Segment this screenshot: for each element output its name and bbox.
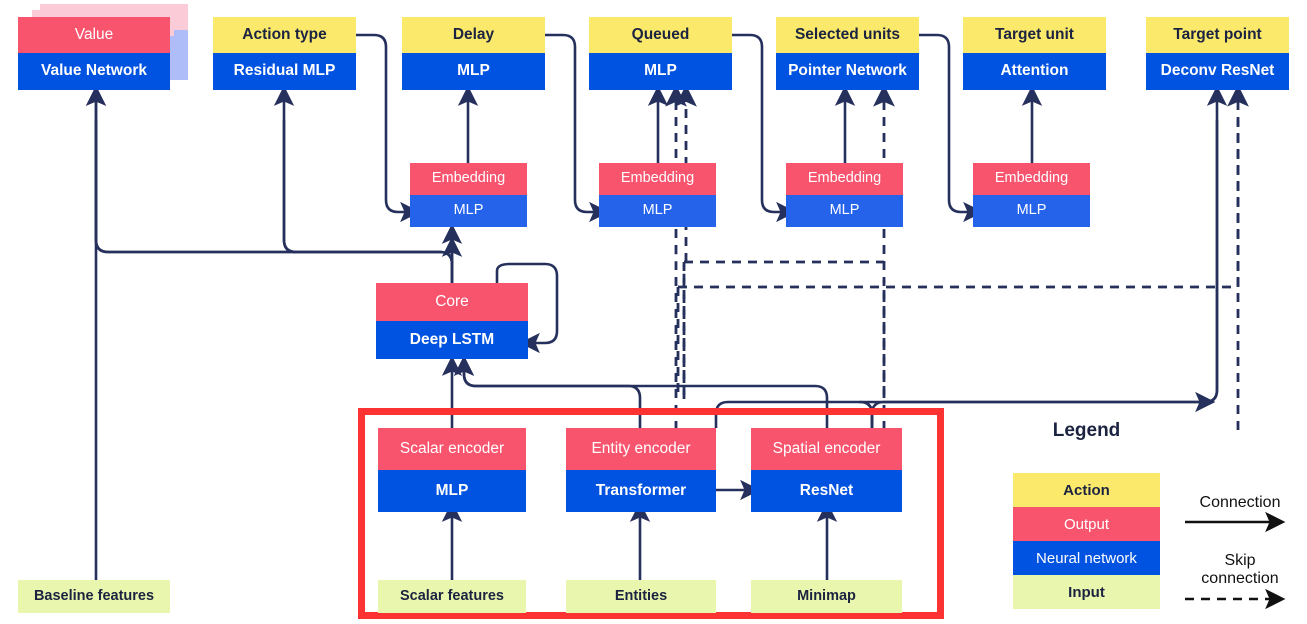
head-action-type[interactable]: Action type Residual MLP [213, 17, 356, 90]
head-target-point-action: Target point [1146, 17, 1289, 53]
encoder-scalar-network: MLP [378, 470, 526, 512]
head-target-unit-action: Target unit [963, 17, 1106, 53]
embedding-delay-network: MLP [410, 195, 527, 227]
embedding-target-unit-output: Embedding [973, 163, 1090, 195]
embedding-target-unit[interactable]: Embedding MLP [973, 163, 1090, 227]
encoder-entity[interactable]: Entity encoder Transformer [566, 428, 716, 512]
core-module[interactable]: Core Deep LSTM [376, 283, 528, 359]
embedding-selected-units-output: Embedding [786, 163, 903, 195]
head-queued-network: MLP [589, 53, 732, 90]
input-baseline-features[interactable]: Baseline features [18, 580, 170, 613]
input-minimap[interactable]: Minimap [751, 580, 902, 613]
head-value-network: Value Network [18, 53, 170, 90]
head-delay-action: Delay [402, 17, 545, 53]
encoder-spatial[interactable]: Spatial encoder ResNet [751, 428, 902, 512]
embedding-queued-network: MLP [599, 195, 716, 227]
encoder-spatial-output: Spatial encoder [751, 428, 902, 470]
head-queued-action: Queued [589, 17, 732, 53]
head-delay[interactable]: Delay MLP [402, 17, 545, 90]
encoder-scalar[interactable]: Scalar encoder MLP [378, 428, 526, 512]
input-scalar-features[interactable]: Scalar features [378, 580, 526, 613]
encoder-spatial-network: ResNet [751, 470, 902, 512]
head-target-unit-network: Attention [963, 53, 1106, 90]
encoder-highlight-box [358, 408, 944, 619]
legend-skip-label-line1: Skip [1224, 552, 1256, 569]
embedding-delay[interactable]: Embedding MLP [410, 163, 527, 227]
embedding-queued-output: Embedding [599, 163, 716, 195]
embedding-selected-units[interactable]: Embedding MLP [786, 163, 903, 227]
legend-swatch-output: Output [1013, 507, 1160, 541]
encoder-scalar-output: Scalar encoder [378, 428, 526, 470]
legend-connection-label: Connection [1199, 494, 1281, 511]
embedding-delay-output: Embedding [410, 163, 527, 195]
head-delay-network: MLP [402, 53, 545, 90]
encoder-entity-network: Transformer [566, 470, 716, 512]
head-value[interactable]: Value Value Network [18, 17, 170, 90]
head-selected-units-action: Selected units [776, 17, 919, 53]
legend-swatch-action: Action [1013, 473, 1160, 507]
head-selected-units[interactable]: Selected units Pointer Network [776, 17, 919, 90]
encoder-entity-output: Entity encoder [566, 428, 716, 470]
input-entities[interactable]: Entities [566, 580, 716, 613]
head-value-action: Value [18, 17, 170, 53]
head-target-unit[interactable]: Target unit Attention [963, 17, 1106, 90]
head-action-type-action: Action type [213, 17, 356, 53]
legend-swatch-neural-network: Neural network [1013, 541, 1160, 575]
embedding-queued[interactable]: Embedding MLP [599, 163, 716, 227]
head-target-point-network: Deconv ResNet [1146, 53, 1289, 90]
legend-title: Legend [1052, 420, 1121, 441]
head-target-point[interactable]: Target point Deconv ResNet [1146, 17, 1289, 90]
embedding-selected-units-network: MLP [786, 195, 903, 227]
head-queued[interactable]: Queued MLP [589, 17, 732, 90]
core-output: Core [376, 283, 528, 321]
embedding-target-unit-network: MLP [973, 195, 1090, 227]
legend-skip-label-line2: connection [1201, 570, 1279, 587]
head-action-type-network: Residual MLP [213, 53, 356, 90]
core-network: Deep LSTM [376, 321, 528, 359]
legend-swatch-input: Input [1013, 575, 1160, 609]
head-selected-units-network: Pointer Network [776, 53, 919, 90]
